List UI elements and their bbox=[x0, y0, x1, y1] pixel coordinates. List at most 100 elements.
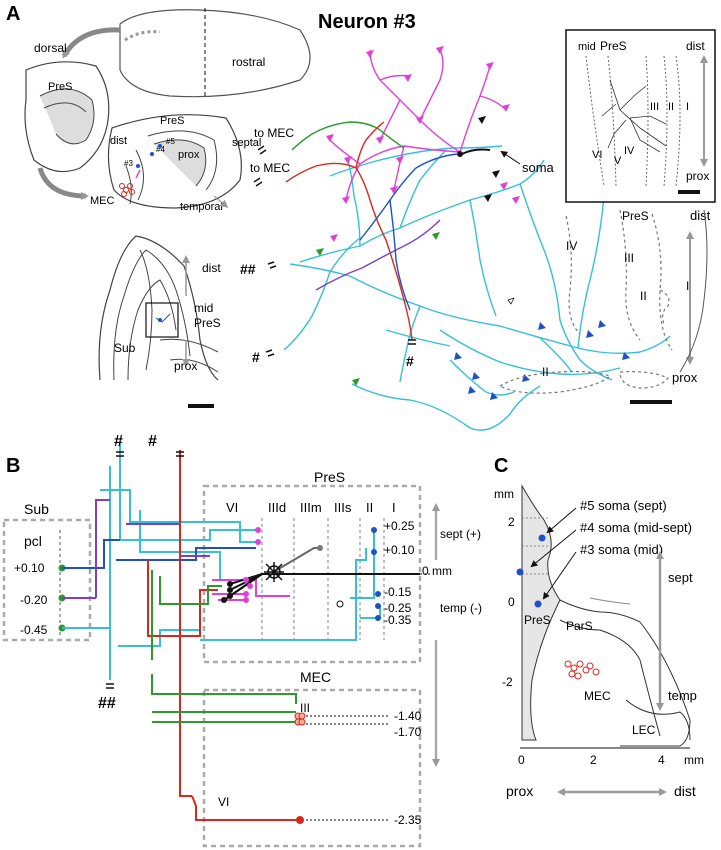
slice-coronal: dist mid PreS prox Sub bbox=[98, 235, 221, 408]
inset-pres-label: PreS bbox=[600, 39, 627, 53]
sub-value-2: -0.20 bbox=[20, 593, 48, 607]
dist-label: dist bbox=[690, 208, 711, 223]
pres-value-4: -0.25 bbox=[384, 601, 412, 615]
blue-terminals bbox=[454, 320, 630, 400]
panel-a: A Neuron #3 rostral dorsal PreS PreS bbox=[6, 3, 716, 431]
layer-ii-label-b: II bbox=[366, 500, 373, 515]
slice2-temporal-label: temporal bbox=[180, 201, 223, 213]
slice3-mid-label: mid bbox=[194, 301, 213, 315]
soma-label: soma bbox=[522, 160, 555, 175]
pres-value-3: -0.15 bbox=[384, 585, 412, 599]
sub-value-3: -0.45 bbox=[20, 623, 48, 637]
black-terminals bbox=[478, 116, 500, 202]
layer-i-label-b: I bbox=[392, 500, 396, 515]
brain-schematic: rostral dorsal bbox=[34, 8, 311, 98]
c-prox-label: prox bbox=[506, 783, 533, 799]
layer-vi-label: VI bbox=[226, 500, 238, 515]
circuit-lines bbox=[62, 442, 420, 821]
soma3-label: #3 soma (mid) bbox=[580, 542, 663, 557]
c-lec-label: LEC bbox=[632, 723, 656, 737]
slice3-pres-label: PreS bbox=[194, 316, 221, 330]
inset-i-label: I bbox=[686, 101, 689, 113]
panel-c-letter: C bbox=[494, 455, 508, 477]
b-hash-top-1: # bbox=[114, 433, 123, 450]
panel-a-title: Neuron #3 bbox=[318, 11, 416, 33]
inset-dist-label: dist bbox=[686, 39, 705, 53]
slice2-septal-label: septal bbox=[232, 137, 261, 149]
soma5-label: #5 soma (sept) bbox=[580, 498, 667, 513]
layer-iiim-label: IIIm bbox=[300, 500, 322, 515]
mec-value-1: -1.40 bbox=[394, 709, 422, 723]
slice3-sub-label: Sub bbox=[114, 341, 136, 355]
mec-iii-cells bbox=[294, 712, 306, 726]
mec-iii-label: III bbox=[300, 701, 310, 715]
slice2-n5-label: #5 bbox=[166, 137, 175, 146]
slice2-mec-label: MEC bbox=[90, 195, 115, 207]
zero-mm-label: 0 mm bbox=[422, 564, 452, 578]
green-terminals bbox=[316, 232, 440, 386]
panel-b-letter: B bbox=[6, 455, 20, 477]
c-mec-cells bbox=[564, 660, 600, 680]
sept-plus-label: sept (+) bbox=[440, 527, 481, 541]
mec-vi-value: -2.35 bbox=[394, 813, 422, 827]
c-mm-label: mm bbox=[494, 487, 514, 501]
mec-vi-label: VI bbox=[218, 795, 229, 809]
dorsal-label: dorsal bbox=[34, 41, 67, 55]
panel-a-letter: A bbox=[6, 3, 20, 25]
c-dist-label: dist bbox=[674, 783, 696, 799]
c-pres-label: PreS bbox=[524, 613, 551, 627]
slice3-scale-bar bbox=[188, 404, 214, 408]
to-mec-label-2: to MEC bbox=[250, 161, 290, 175]
b-hash-bottom: ## bbox=[98, 695, 116, 712]
slice2-n4-label: #4 bbox=[156, 145, 165, 154]
magenta-terminals bbox=[326, 46, 520, 242]
layer-iiid-label: IIId bbox=[268, 500, 286, 515]
slice2-n3-label: #3 bbox=[124, 159, 133, 168]
layer-iv-label: IV bbox=[566, 239, 577, 253]
slice2-pres-label: PreS bbox=[160, 115, 184, 127]
c-ytick-1: 2 bbox=[508, 515, 515, 529]
pres-label: PreS bbox=[622, 209, 649, 223]
layer-ii-label: II bbox=[640, 289, 647, 303]
slice2-dist-label: dist bbox=[110, 135, 127, 147]
inset-vi-label: VI bbox=[592, 149, 602, 161]
panel-b: B Sub pcl +0.10 -0.20 -0.45 PreS VI IIId… bbox=[2, 433, 482, 848]
pres-value-1: +0.25 bbox=[384, 519, 415, 533]
slice1-pres-label: PreS bbox=[48, 81, 72, 93]
inset-mid-label: mid bbox=[578, 41, 596, 53]
main-scale-bar bbox=[630, 400, 672, 404]
neuron-reconstruction bbox=[253, 46, 671, 431]
c-xtick-2: 2 bbox=[590, 753, 597, 767]
b-hash-top-2: # bbox=[148, 433, 157, 450]
pres-value-2: +0.10 bbox=[384, 543, 415, 557]
mec-value-2: -1.70 bbox=[394, 725, 422, 739]
mec-box-label: MEC bbox=[300, 669, 331, 685]
inset-prox-label: prox bbox=[686, 169, 709, 183]
mec-red-cells bbox=[119, 183, 135, 197]
to-mec-label-1: to MEC bbox=[254, 126, 294, 140]
layer-iiis-label: IIIs bbox=[334, 500, 352, 515]
slice2-prox-label: prox bbox=[178, 149, 200, 161]
slice3-prox-label: prox bbox=[174, 359, 197, 373]
brain-rostral-label: rostral bbox=[232, 55, 265, 69]
inset-v-label: V bbox=[614, 155, 622, 167]
slice-dorsal: PreS bbox=[24, 61, 110, 200]
pres-value-5: -0.35 bbox=[384, 613, 412, 627]
layer-iii-label: III bbox=[624, 251, 634, 265]
c-xtick-1: 0 bbox=[518, 753, 525, 767]
layer-i-label: I bbox=[686, 279, 689, 293]
inset-iii-label: III bbox=[650, 101, 659, 113]
slice3-dist-label: dist bbox=[202, 261, 221, 275]
sub-value-1: +0.10 bbox=[14, 561, 45, 575]
pres-box-label: PreS bbox=[314, 469, 345, 485]
pcl-label: pcl bbox=[24, 533, 42, 549]
c-ytick-2: 0 bbox=[508, 595, 515, 609]
slice-horizontal: PreS dist septal prox temporal MEC #5 #4… bbox=[90, 114, 261, 213]
c-pars-label: ParS bbox=[566, 619, 593, 633]
double-hash-label: ## bbox=[240, 261, 256, 277]
c-xunit: mm bbox=[684, 753, 704, 767]
inset-ii-label: II bbox=[668, 101, 674, 113]
prox-label: prox bbox=[672, 370, 698, 385]
